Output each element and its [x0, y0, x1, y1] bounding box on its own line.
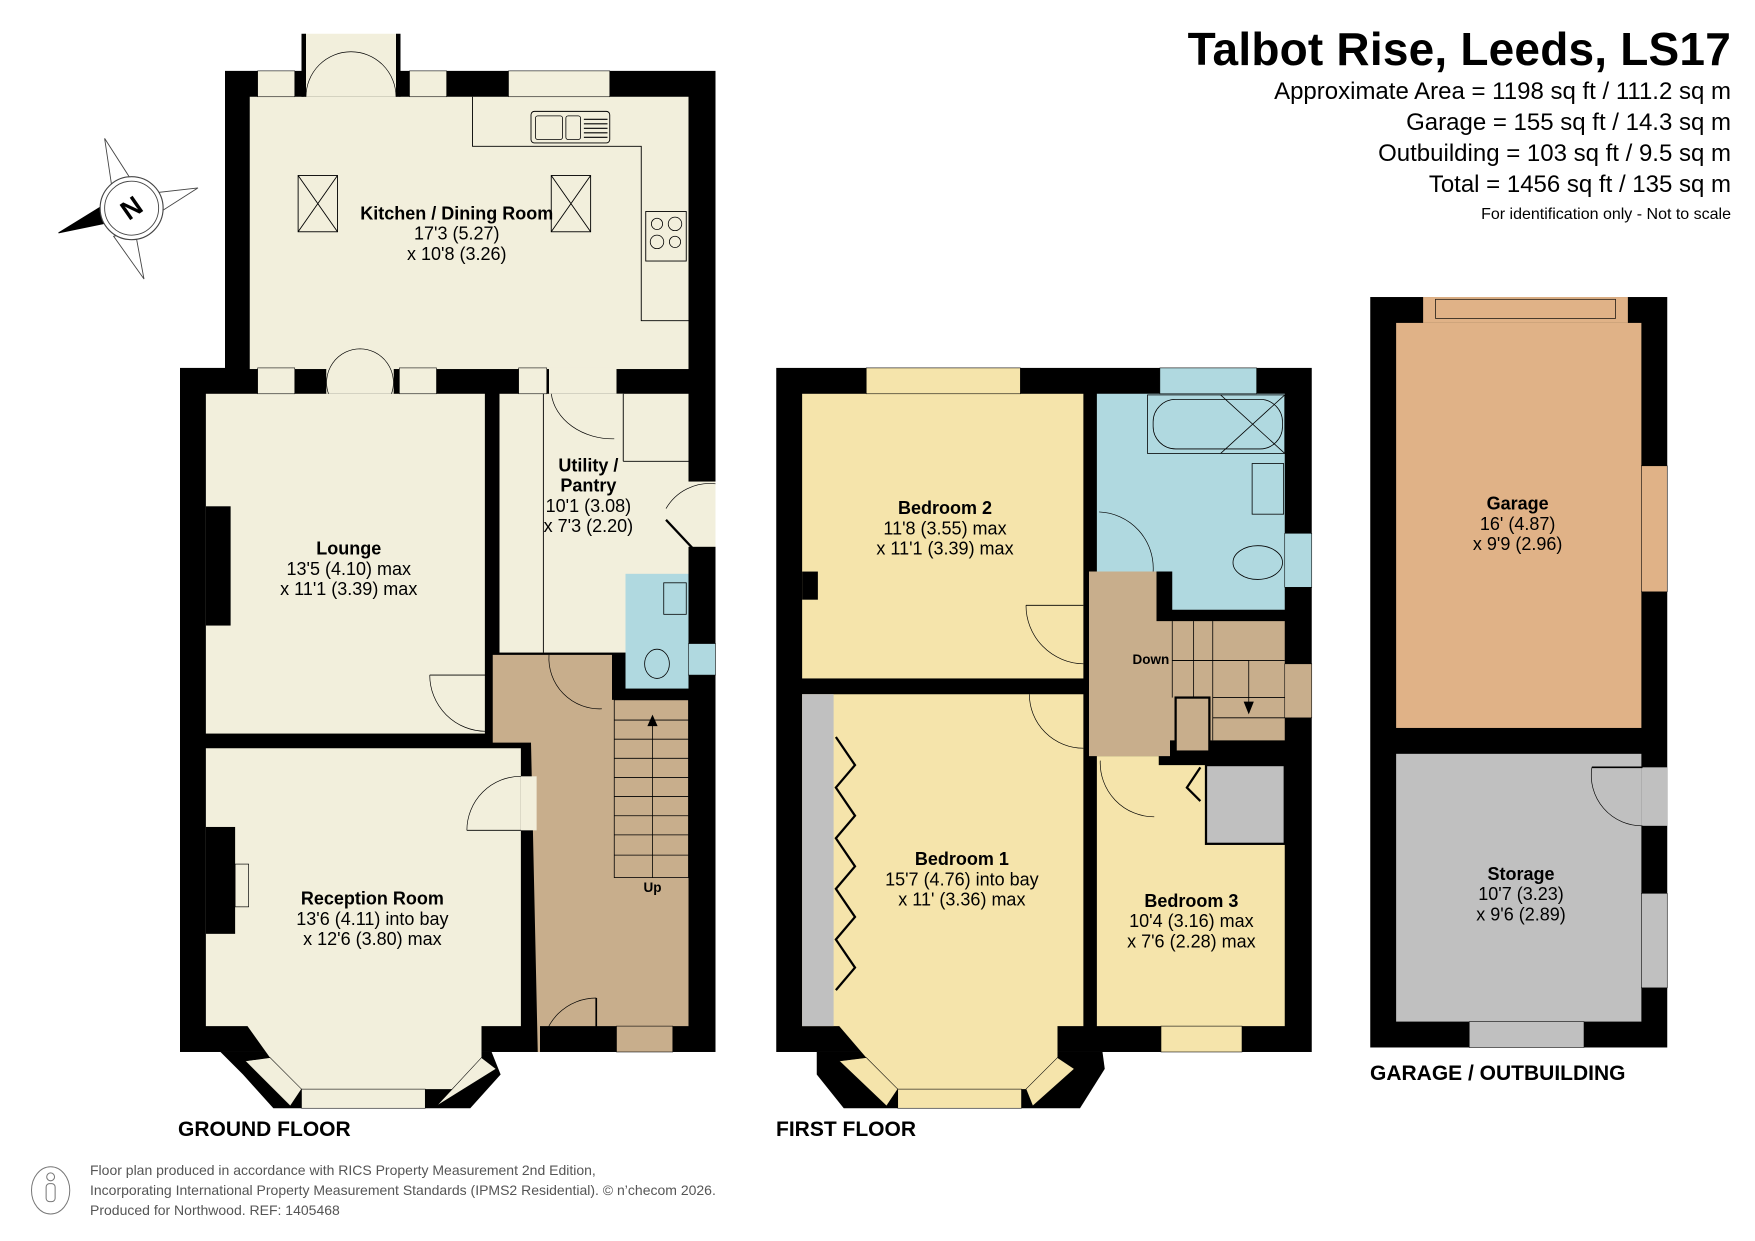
- kitchen-name: Kitchen / Dining Room: [360, 203, 553, 223]
- header: Talbot Rise, Leeds, LS17 Approximate Are…: [1188, 22, 1731, 228]
- first-floor-label: FIRST FLOOR: [776, 1118, 916, 1141]
- ground-floor-plan: Kitchen / Dining Room 17'3 (5.27) x 10'8…: [180, 33, 716, 1109]
- footer: Floor plan produced in accordance with R…: [82, 1160, 716, 1220]
- bedroom3-dim2: x 7'6 (2.28) max: [1127, 931, 1255, 951]
- compass-north-icon: N: [58, 138, 199, 280]
- approximate-area: Approximate Area = 1198 sq ft / 111.2 sq…: [1274, 78, 1731, 105]
- outbuilding-area: Outbuilding = 103 sq ft / 9.5 sq m: [1378, 140, 1731, 167]
- bedroom3-dim1: 10'4 (3.16) max: [1129, 911, 1253, 931]
- reception-dim2: x 12'6 (3.80) max: [303, 929, 441, 949]
- storage-name: Storage: [1487, 864, 1554, 884]
- bedroom3-name: Bedroom 3: [1144, 891, 1238, 911]
- skylight-icon: [297, 175, 592, 233]
- room-bedroom-1: [802, 694, 1084, 1090]
- lounge-name: Lounge: [316, 539, 381, 559]
- footer-line-1: Floor plan produced in accordance with R…: [90, 1162, 596, 1178]
- utility-name-line2: Pantry: [560, 476, 616, 496]
- stairs-up: [613, 699, 689, 878]
- footer-line-2: Incorporating International Property Mea…: [90, 1182, 716, 1198]
- page-title: Talbot Rise, Leeds, LS17: [1187, 23, 1731, 75]
- scale-disclaimer: For identification only - Not to scale: [1481, 206, 1731, 223]
- person-info-icon: [30, 1166, 71, 1215]
- room-bathroom: [1096, 393, 1285, 610]
- room-wc: [625, 573, 689, 689]
- room-kitchen-dining: [249, 96, 689, 370]
- bedroom2-name: Bedroom 2: [898, 498, 992, 518]
- bedroom1-dim2: x 11' (3.36) max: [898, 890, 1025, 910]
- room-reception: [205, 748, 521, 1090]
- bedroom1-dim1: 15'7 (4.76) into bay: [885, 869, 1039, 889]
- kitchen-dim1: 17'3 (5.27): [414, 224, 499, 244]
- garage-dim1: 16' (4.87): [1480, 514, 1555, 534]
- utility-dim1: 10'1 (3.08): [546, 496, 631, 516]
- bedroom1-name: Bedroom 1: [915, 849, 1009, 869]
- stairs-down: [1171, 621, 1285, 753]
- cupboard: [1204, 763, 1286, 845]
- bedroom2-dim2: x 11'1 (3.39) max: [876, 539, 1013, 559]
- storage-dim1: 10'7 (3.23): [1478, 884, 1563, 904]
- lounge-dim1: 13'5 (4.10) max: [287, 559, 411, 579]
- room-landing: [1089, 571, 1285, 757]
- utility-name-line1: Utility /: [558, 455, 618, 475]
- hob-icon: [645, 211, 687, 262]
- utility-dim2: x 7'3 (2.20): [544, 516, 633, 536]
- outbuilding-label: GARAGE / OUTBUILDING: [1370, 1062, 1626, 1085]
- total-area: Total = 1456 sq ft / 135 sq m: [1428, 171, 1731, 198]
- reception-name: Reception Room: [301, 889, 444, 909]
- lounge-dim2: x 11'1 (3.39) max: [280, 579, 417, 599]
- room-lounge: [205, 393, 485, 734]
- kitchen-dim2: x 10'8 (3.26): [407, 244, 506, 264]
- first-floor-plan: Bedroom 2 11'8 (3.55) max x 11'1 (3.39) …: [776, 367, 1313, 1109]
- bath-icon: [1147, 394, 1286, 454]
- stairs-down-label: Down: [1133, 652, 1170, 667]
- storage-dim2: x 9'6 (2.89): [1476, 904, 1565, 924]
- bedroom2-dim1: 11'8 (3.55) max: [883, 518, 1006, 538]
- outbuilding-plan: Garage 16' (4.87) x 9'9 (2.96) Storage 1…: [1370, 297, 1668, 1048]
- footer-line-3: Produced for Northwood. REF: 1405468: [90, 1202, 340, 1218]
- wardrobe: [802, 694, 834, 1027]
- room-storage: [1396, 753, 1642, 1022]
- sink-icon: [530, 110, 611, 144]
- ground-floor-label: GROUND FLOOR: [178, 1118, 351, 1141]
- garage-dim2: x 9'9 (2.96): [1473, 534, 1562, 554]
- room-bedroom-2: [802, 393, 1084, 679]
- garage-area: Garage = 155 sq ft / 14.3 sq m: [1406, 109, 1731, 136]
- reception-dim1: 13'6 (4.11) into bay: [296, 909, 448, 929]
- garage-name: Garage: [1487, 494, 1549, 514]
- stairs-up-label: Up: [644, 880, 662, 895]
- room-garage: [1396, 322, 1642, 728]
